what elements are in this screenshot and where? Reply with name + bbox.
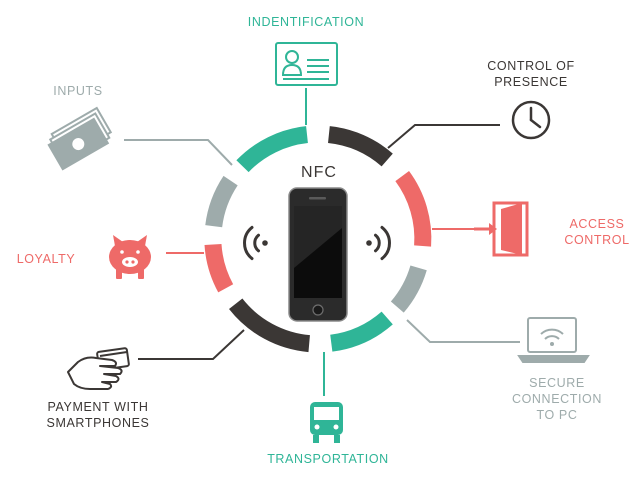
- ring-segment-secure-connection: [390, 265, 427, 313]
- hand-card-icon: [67, 347, 130, 390]
- label-secure-connection: SECURE CONNECTION TO PC: [512, 375, 602, 423]
- ring-segment-loyalty: [204, 243, 234, 293]
- label-control-presence: CONTROL OF PRESENCE: [487, 58, 574, 90]
- label-payment: PAYMENT WITH SMARTPHONES: [47, 399, 150, 431]
- banknotes-icon: [47, 106, 113, 171]
- ring-segment-access-control: [395, 171, 432, 247]
- id-card-icon: [275, 42, 338, 86]
- connectors: [124, 88, 520, 396]
- clock-icon: [511, 100, 551, 140]
- piggy-bank-icon: [109, 235, 151, 279]
- label-secure-connection-line-3: TO PC: [536, 408, 578, 422]
- label-secure-connection-line-1: SECURE: [529, 376, 585, 390]
- door-enter-icon: [474, 201, 529, 257]
- connector-payment: [138, 329, 245, 360]
- label-payment-line-1: PAYMENT WITH: [47, 400, 149, 414]
- connector-inputs: [124, 139, 233, 166]
- label-access-control-line-2: CONTROL: [564, 233, 630, 247]
- label-loyalty: LOYALTY: [16, 252, 76, 266]
- nfc-wave-right-icon: [366, 225, 391, 261]
- label-control-presence-line-1: CONTROL OF: [487, 59, 575, 73]
- laptop-wifi-icon: [517, 317, 590, 363]
- label-identification: INDENTIFICATION: [247, 15, 365, 29]
- label-control-presence-line-2: PRESENCE: [494, 75, 568, 89]
- ring: [204, 126, 432, 353]
- ring-segment-inputs: [205, 175, 238, 228]
- label-inputs: INPUTS: [53, 84, 103, 98]
- connector-control-presence: [387, 124, 500, 149]
- smartphone-icon: [288, 187, 348, 322]
- label-access-control: ACCESS CONTROL: [564, 216, 629, 248]
- nfc-wave-left-icon: [243, 225, 268, 261]
- ring-segment-payment: [229, 298, 311, 353]
- center-label: NFC: [301, 164, 337, 181]
- label-secure-connection-line-2: CONNECTION: [511, 392, 603, 406]
- connector-secure-connection: [406, 319, 520, 343]
- ring-segment-transportation: [329, 311, 393, 352]
- label-access-control-line-1: ACCESS: [569, 217, 625, 231]
- label-transportation: TRANSPORTATION: [267, 452, 389, 466]
- label-payment-line-2: SMARTPHONES: [46, 416, 150, 430]
- bus-icon: [310, 402, 343, 443]
- ring-segment-identification: [236, 126, 309, 173]
- ring-segment-control-presence: [327, 126, 393, 167]
